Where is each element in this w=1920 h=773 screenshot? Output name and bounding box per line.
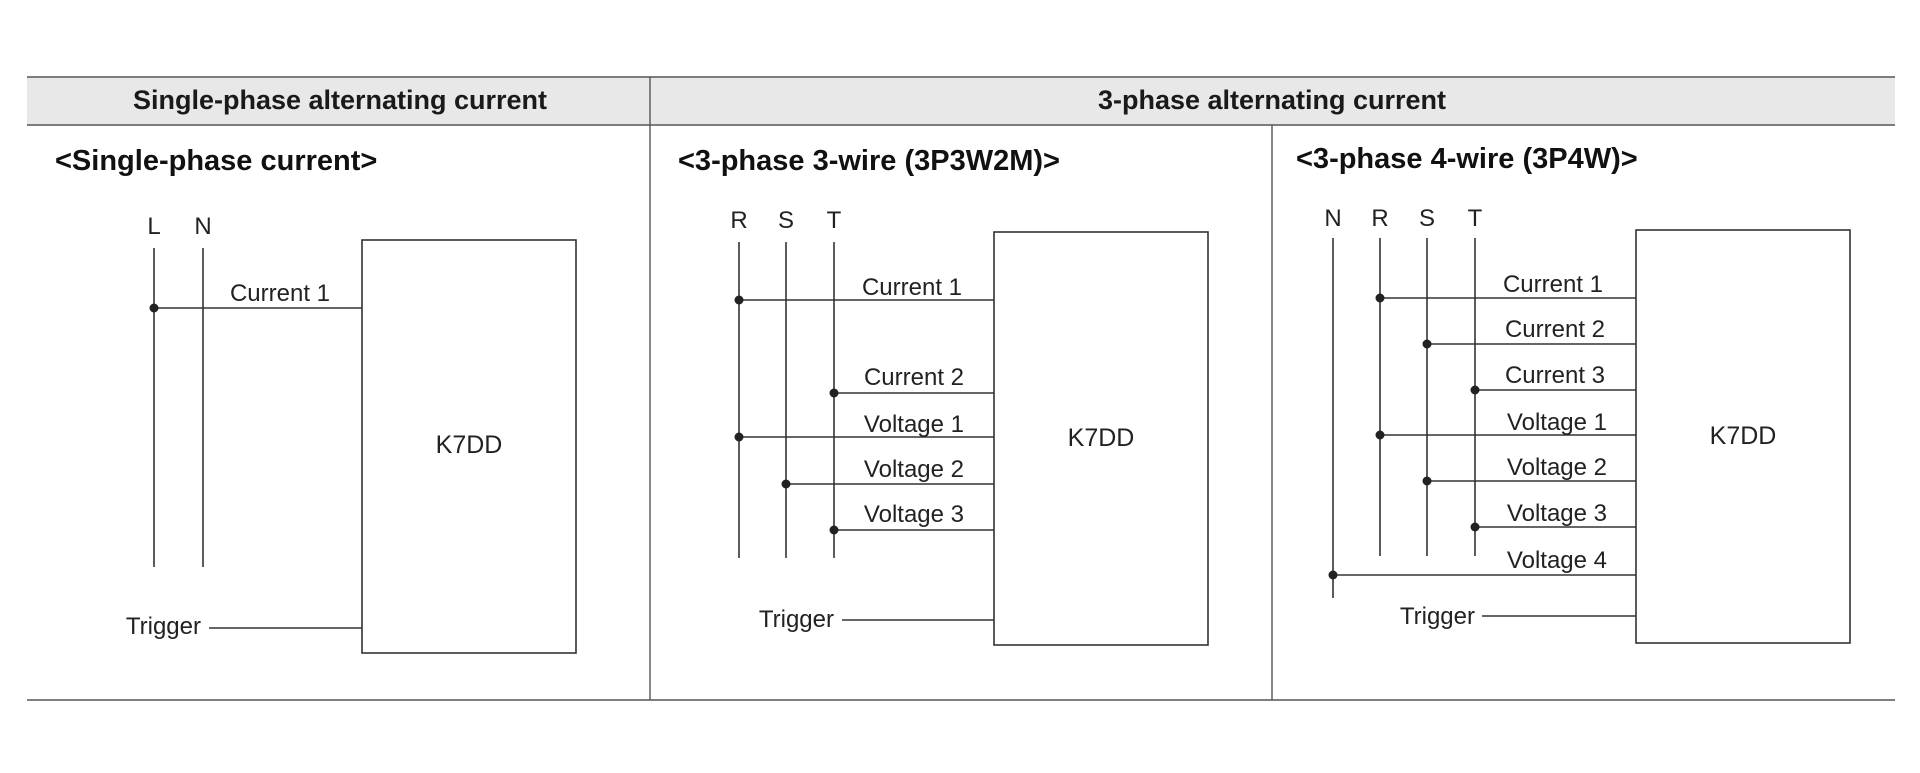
junction-dot	[1375, 430, 1385, 440]
junction-dot	[1375, 293, 1385, 303]
device-box-k7dd	[993, 231, 1209, 646]
signal-label-voltage-1: Voltage 1	[1507, 409, 1607, 436]
trigger-label: Trigger	[759, 606, 834, 633]
junction-dot	[1422, 339, 1432, 349]
junction-dot	[149, 303, 159, 313]
device-label-k7dd: K7DD	[436, 431, 503, 459]
junction-dot	[829, 388, 839, 398]
junction-dot	[1470, 385, 1480, 395]
junction-dot	[734, 295, 744, 305]
signal-label-current-1: Current 1	[862, 274, 962, 301]
wire-label-N: N	[194, 213, 211, 240]
header-three-phase: 3-phase alternating current	[1098, 85, 1446, 115]
wire-label-R: R	[730, 207, 747, 234]
trigger-label: Trigger	[126, 613, 201, 640]
signal-label-current-1: Current 1	[230, 280, 330, 307]
device-label-k7dd: K7DD	[1710, 422, 1777, 450]
trigger-label: Trigger	[1400, 603, 1475, 630]
wire-label-L: L	[147, 213, 160, 240]
signal-label-current-3: Current 3	[1505, 362, 1605, 389]
device-box-k7dd	[1635, 229, 1851, 644]
panel-3-phase-3-wire: <3-phase 3-wire (3P3W2M)> R S T K7DD Cur…	[678, 145, 1209, 646]
wire-label-N: N	[1324, 205, 1341, 232]
signal-label-voltage-3: Voltage 3	[864, 501, 964, 528]
junction-dot	[781, 479, 791, 489]
panel-title-3p4w: <3-phase 4-wire (3P4W)>	[1296, 143, 1638, 175]
panel-title-3p3w: <3-phase 3-wire (3P3W2M)>	[678, 145, 1060, 177]
signal-label-current-1: Current 1	[1503, 271, 1603, 298]
wire-label-S: S	[778, 207, 794, 234]
signal-label-voltage-3: Voltage 3	[1507, 500, 1607, 527]
panel-single-phase: <Single-phase current> L N K7DD Current …	[55, 145, 577, 654]
signal-label-voltage-1: Voltage 1	[864, 411, 964, 438]
panel-title-single-phase: <Single-phase current>	[55, 145, 377, 177]
device-box-k7dd	[361, 239, 577, 654]
device-label-k7dd: K7DD	[1068, 424, 1135, 452]
signal-label-current-2: Current 2	[864, 364, 964, 391]
wire-label-S: S	[1419, 205, 1435, 232]
junction-dot	[1328, 570, 1338, 580]
wire-label-R: R	[1371, 205, 1388, 232]
table-header-background	[27, 77, 1895, 125]
wire-label-T: T	[1468, 205, 1483, 232]
signal-label-current-2: Current 2	[1505, 316, 1605, 343]
junction-dot	[734, 432, 744, 442]
panel-3-phase-4-wire: <3-phase 4-wire (3P4W)> N R S T K7DD Cur…	[1296, 143, 1851, 644]
junction-dot	[829, 525, 839, 535]
wire-label-T: T	[827, 207, 842, 234]
signal-label-voltage-2: Voltage 2	[1507, 454, 1607, 481]
signal-label-voltage-4: Voltage 4	[1507, 547, 1607, 574]
signal-label-voltage-2: Voltage 2	[864, 456, 964, 483]
header-single-phase: Single-phase alternating current	[133, 85, 547, 115]
junction-dot	[1422, 476, 1432, 486]
junction-dot	[1470, 522, 1480, 532]
